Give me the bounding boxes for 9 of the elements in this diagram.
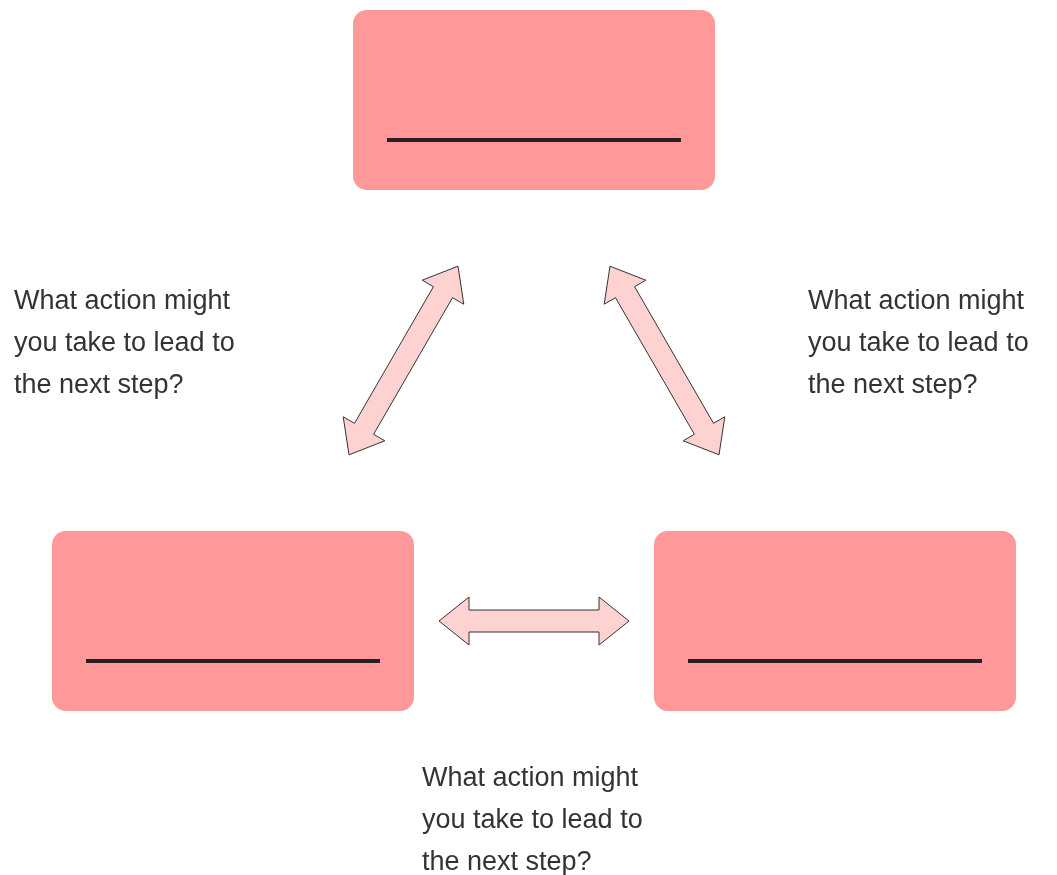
double-arrow — [342, 265, 465, 456]
prompt-text: What action might you take to lead to the next step? — [808, 284, 1030, 401]
prompt-text: What action might you take to lead to the next step? — [422, 761, 644, 875]
prompt-text: What action might you take to lead to the next step? — [14, 284, 236, 401]
answer-box — [353, 10, 715, 190]
answer-box — [654, 531, 1016, 711]
answer-box — [52, 531, 414, 711]
double-arrow — [438, 596, 630, 646]
double-arrow — [603, 265, 726, 456]
